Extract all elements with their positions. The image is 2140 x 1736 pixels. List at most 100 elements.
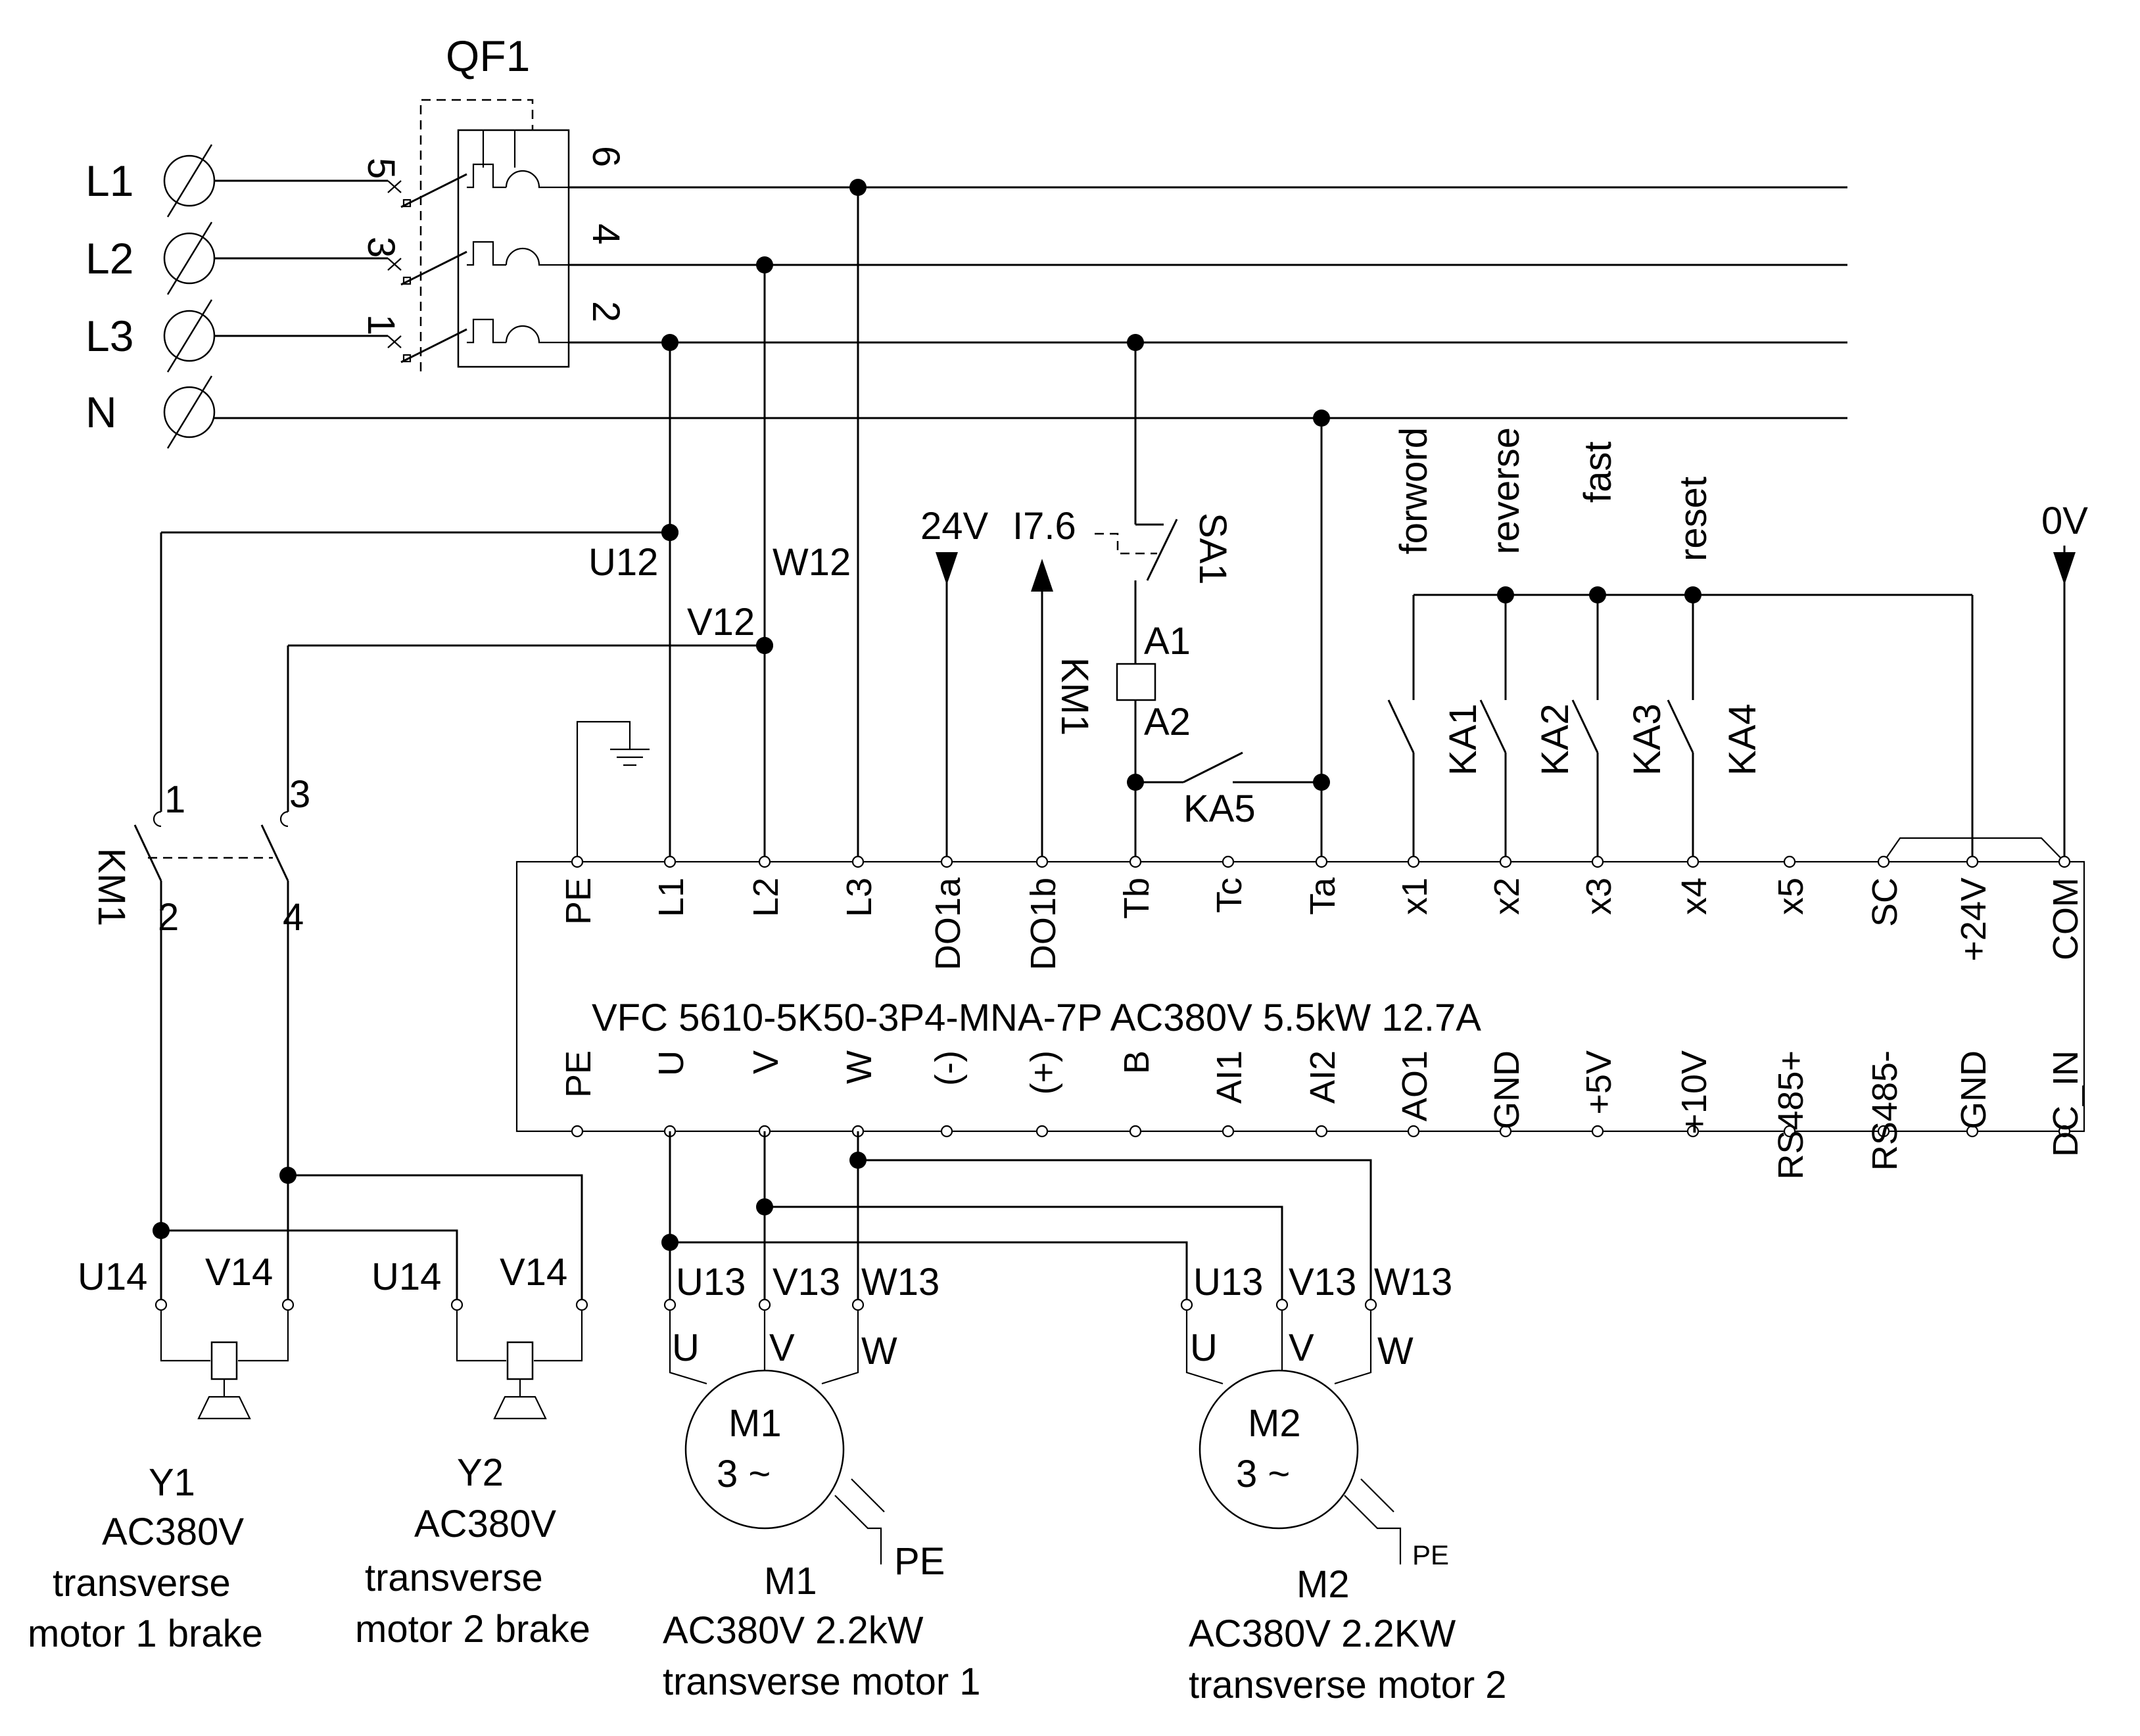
pole-out-4: 4 <box>584 223 627 245</box>
m2-term-u13: U13 <box>1193 1261 1263 1303</box>
brake-y2: U14 V14 Y2 AC380V transverse motor 2 bra… <box>355 1251 590 1651</box>
label-ka2: KA2 <box>1534 703 1577 776</box>
brake-y1-icon <box>197 1396 251 1420</box>
wire-label-v12: V12 <box>687 601 755 644</box>
vfd-top-terminal-9 <box>1407 855 1420 868</box>
brake-y2-icon <box>493 1396 547 1420</box>
vfd-top-terminal-16 <box>2058 855 2071 868</box>
contactor-label-km1: KM1 <box>90 848 133 926</box>
vfd-top-label-11: x3 <box>1579 878 1619 915</box>
breaker-label: QF1 <box>446 32 530 80</box>
label-reset: reset <box>1672 477 1715 561</box>
vfd-top-terminal-8 <box>1315 855 1328 868</box>
vfd-model-label: VFC 5610-5K50-3P4-MNA-7P AC380V 5.5kW 12… <box>592 997 1481 1039</box>
vfd-top-label-15: +24V <box>1954 878 1993 962</box>
vfd-bottom-label-13: RS485+ <box>1771 1050 1811 1180</box>
km1-coil <box>1116 663 1156 701</box>
vfd-box: VFC 5610-5K50-3P4-MNA-7P AC380V 5.5kW 12… <box>515 855 2085 1180</box>
terminal-l2: L2 <box>85 222 216 295</box>
motor-wiring <box>661 1131 1372 1305</box>
brake-y2-name: Y2 <box>457 1451 504 1494</box>
vfd-bottom-label-15: GND <box>1954 1050 1993 1129</box>
m2-phase-u: U <box>1190 1326 1218 1369</box>
vfd-top-terminal-7 <box>1222 855 1235 868</box>
drops-to-vfd: U12 V12 W12 <box>588 179 867 862</box>
vfd-top-label-2: L2 <box>746 878 786 917</box>
vfd-top-label-0: PE <box>559 878 598 925</box>
vfd-bottom-terminal-16 <box>2058 1125 2071 1138</box>
vfd-bottom-terminal-13 <box>1783 1125 1796 1138</box>
vfd-top-terminal-5 <box>1035 855 1049 868</box>
m1-rating: AC380V 2.2kW <box>663 1609 924 1652</box>
m2-term-w13: W13 <box>1374 1261 1452 1303</box>
motor-m1: U13 V13 W13 U V W M1 3 ~ PE M1 AC380V 2.… <box>663 1261 981 1703</box>
pole-out-2: 2 <box>584 301 627 322</box>
wire-label-u12: U12 <box>588 541 658 584</box>
vfd-top-terminal-11 <box>1591 855 1604 868</box>
vfd-top-label-4: DO1a <box>928 877 968 970</box>
m2-desc: transverse motor 2 <box>1189 1664 1507 1706</box>
vfd-top-label-13: x5 <box>1771 878 1811 915</box>
input-relays: forword KA1 reverse KA2 fast KA3 reset K… <box>1387 427 2088 862</box>
vfd-top-label-7: Tc <box>1210 878 1249 913</box>
brake-y2-v14: V14 <box>500 1251 567 1294</box>
m1-phase-v: V <box>769 1326 795 1369</box>
vfd-top-terminal-10 <box>1499 855 1512 868</box>
vfd-bottom-label-1: U <box>652 1050 691 1076</box>
vfd-top-label-1: L1 <box>652 878 691 917</box>
label-forword: forword <box>1392 427 1435 554</box>
km1-terminal-3: 3 <box>289 773 310 816</box>
label-24v: 24V <box>920 505 989 548</box>
vfd-bottom-label-0: PE <box>559 1050 598 1098</box>
coil-a1: A1 <box>1144 620 1191 663</box>
brake-y1-v14: V14 <box>205 1251 273 1294</box>
label-ka5: KA5 <box>1183 787 1256 830</box>
brake-wiring <box>153 1167 583 1305</box>
vfd-top-terminal-13 <box>1783 855 1796 868</box>
vfd-top-label-12: x4 <box>1675 878 1714 915</box>
m2-term-v13: V13 <box>1289 1261 1356 1303</box>
label-ka4: KA4 <box>1721 703 1764 776</box>
brake-y2-desc1: transverse <box>365 1557 543 1599</box>
terminal-l3: L3 <box>85 299 216 373</box>
brake-y1-u14: U14 <box>78 1255 147 1298</box>
arrow-down-0v-icon <box>2053 552 2076 585</box>
vfd-frame <box>515 860 2085 1133</box>
label-ka1: KA1 <box>1442 703 1485 776</box>
brake-y2-coil <box>506 1341 534 1380</box>
terminal-l1: L1 <box>85 144 216 218</box>
vfd-top-terminal-3 <box>851 855 865 868</box>
contactor-km1: 1 3 2 4 KM1 <box>90 524 773 1200</box>
pole-out-6: 6 <box>584 146 627 167</box>
label-fast: fast <box>1577 442 1619 504</box>
label-sa1: SA1 <box>1191 513 1234 585</box>
vfd-top-label-8: Ta <box>1303 877 1343 915</box>
brake-y1-coil <box>210 1341 238 1380</box>
m1-term-u13: U13 <box>676 1261 746 1303</box>
m2-phase-v: V <box>1289 1326 1314 1369</box>
vfd-bottom-label-10: GND <box>1487 1050 1527 1129</box>
vfd-bottom-label-6: B <box>1117 1050 1156 1074</box>
vfd-bottom-terminal-10 <box>1499 1125 1512 1138</box>
vfd-top-terminal-6 <box>1129 855 1142 868</box>
pole-in-1: 1 <box>360 314 402 335</box>
vfd-bottom-terminal-4 <box>940 1125 953 1138</box>
m2-rating: AC380V 2.2KW <box>1189 1612 1456 1655</box>
vfd-top-terminal-1 <box>663 855 677 868</box>
brake-y2-volt: AC380V <box>414 1503 556 1545</box>
vfd-top-terminal-14 <box>1877 855 1890 868</box>
brake-y1: U14 V14 Y1 AC380V transverse motor 1 bra… <box>28 1251 295 1655</box>
label-ka3: KA3 <box>1626 703 1669 776</box>
vfd-bottom-terminal-12 <box>1686 1125 1700 1138</box>
vfd-bottom-label-14: RS485- <box>1865 1050 1905 1171</box>
m1-caption: M1 <box>764 1560 817 1603</box>
label-i76: I7.6 <box>1012 505 1076 548</box>
vfd-terminals: PEPEL1UL2VL3WDO1a(-)DO1b(+)TbBTcAI1TaAI2… <box>559 855 2085 1180</box>
m2-phase-count: 3 ~ <box>1236 1453 1290 1495</box>
vfd-bottom-terminal-5 <box>1035 1125 1049 1138</box>
control-circuit: SA1 A1 A2 KM1 KA5 <box>1053 334 1330 862</box>
vfd-top-label-10: x2 <box>1487 878 1527 915</box>
m1-phase-count: 3 ~ <box>717 1453 771 1495</box>
motor-m2-icon <box>1199 1369 1359 1530</box>
vfd-top-label-6: Tb <box>1117 878 1156 919</box>
